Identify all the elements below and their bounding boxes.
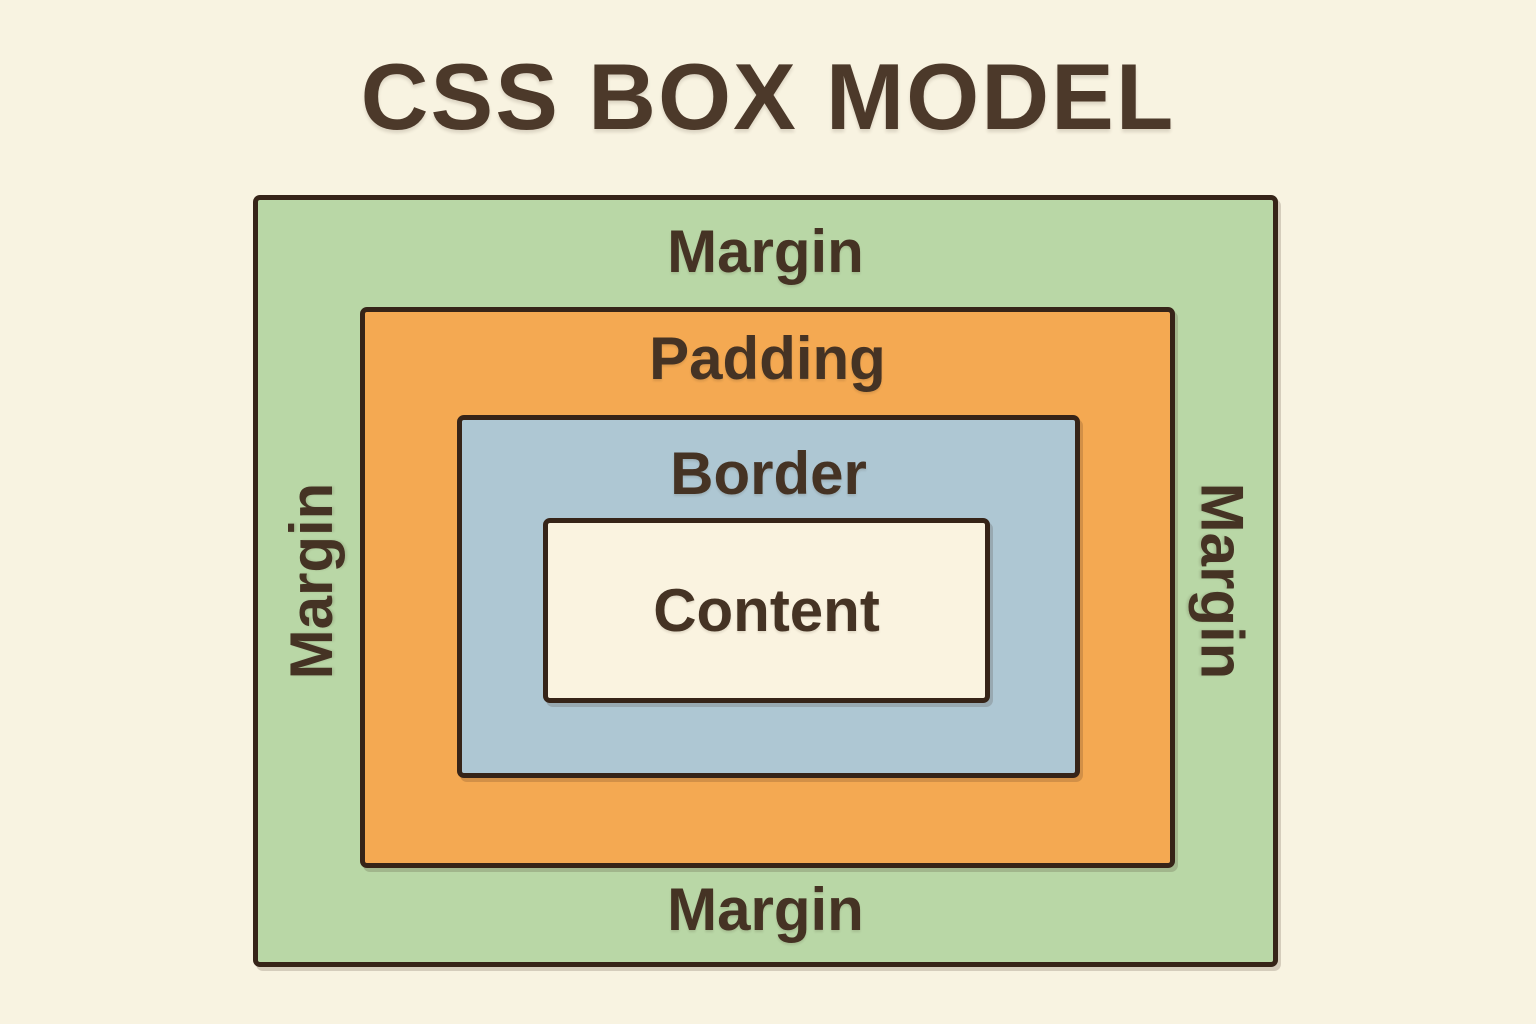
margin-label-left: Margin [278,482,345,680]
margin-box: Margin Margin Margin Margin Padding Bord… [253,195,1278,967]
content-box: Content [543,518,990,703]
border-label: Border [670,440,867,507]
margin-label-bottom: Margin [667,876,864,943]
diagram-title: CSS BOX MODEL [360,44,1176,149]
padding-label: Padding [649,325,886,392]
content-label: Content [653,576,880,644]
margin-label-top: Margin [667,218,864,285]
margin-label-right: Margin [1189,482,1256,680]
padding-box: Padding Border Content [360,307,1175,868]
border-box: Border Content [457,415,1080,778]
